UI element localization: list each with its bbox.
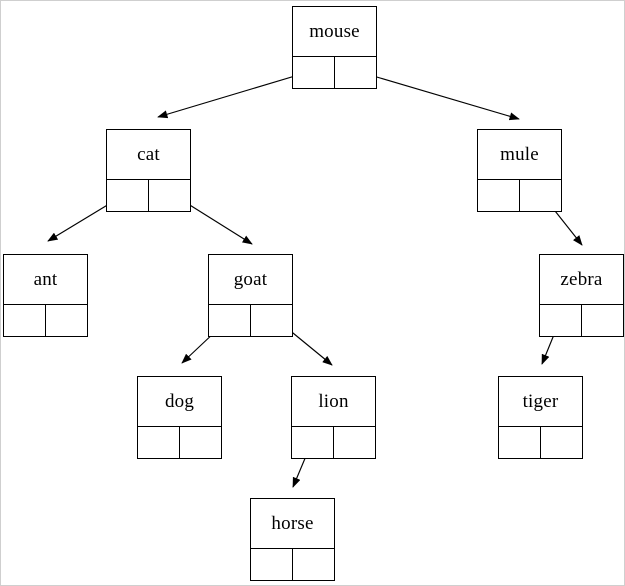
tree-node-right-pointer-cell[interactable] <box>46 305 88 336</box>
tree-node-label: dog <box>138 377 221 427</box>
tree-node-pointer-row <box>251 549 334 580</box>
tree-node-mule[interactable]: mule <box>477 129 562 212</box>
tree-node-left-pointer-cell[interactable] <box>540 305 582 336</box>
tree-node-label: zebra <box>540 255 623 305</box>
tree-node-pointer-row <box>4 305 87 336</box>
tree-node-label: horse <box>251 499 334 549</box>
tree-node-left-pointer-cell[interactable] <box>138 427 180 458</box>
tree-node-right-pointer-cell[interactable] <box>335 57 377 88</box>
tree-node-dog[interactable]: dog <box>137 376 222 459</box>
tree-node-pointer-row <box>293 57 376 88</box>
tree-node-left-pointer-cell[interactable] <box>292 427 334 458</box>
tree-node-label: cat <box>107 130 190 180</box>
tree-node-mouse[interactable]: mouse <box>292 6 377 89</box>
tree-node-label: ant <box>4 255 87 305</box>
tree-node-pointer-row <box>499 427 582 458</box>
tree-node-right-pointer-cell[interactable] <box>541 427 583 458</box>
tree-node-pointer-row <box>540 305 623 336</box>
tree-node-left-pointer-cell[interactable] <box>499 427 541 458</box>
tree-node-cat[interactable]: cat <box>106 129 191 212</box>
tree-node-right-pointer-cell[interactable] <box>293 549 335 580</box>
tree-node-pointer-row <box>292 427 375 458</box>
edge-mouse-to-mule <box>352 69 520 121</box>
tree-node-goat[interactable]: goat <box>208 254 293 337</box>
tree-node-pointer-row <box>478 180 561 211</box>
tree-node-left-pointer-cell[interactable] <box>251 549 293 580</box>
tree-node-left-pointer-cell[interactable] <box>293 57 335 88</box>
tree-node-left-pointer-cell[interactable] <box>209 305 251 336</box>
tree-node-right-pointer-cell[interactable] <box>334 427 376 458</box>
tree-node-label: tiger <box>499 377 582 427</box>
tree-node-lion[interactable]: lion <box>291 376 376 459</box>
tree-node-right-pointer-cell[interactable] <box>180 427 222 458</box>
tree-node-left-pointer-cell[interactable] <box>4 305 46 336</box>
tree-node-label: mouse <box>293 7 376 57</box>
tree-node-horse[interactable]: horse <box>250 498 335 581</box>
tree-node-left-pointer-cell[interactable] <box>478 180 520 211</box>
tree-node-right-pointer-cell[interactable] <box>251 305 293 336</box>
tree-node-pointer-row <box>209 305 292 336</box>
tree-node-tiger[interactable]: tiger <box>498 376 583 459</box>
tree-node-zebra[interactable]: zebra <box>539 254 624 337</box>
tree-node-pointer-row <box>107 180 190 211</box>
tree-node-pointer-row <box>138 427 221 458</box>
tree-node-right-pointer-cell[interactable] <box>520 180 562 211</box>
tree-node-label: lion <box>292 377 375 427</box>
tree-node-right-pointer-cell[interactable] <box>582 305 624 336</box>
tree-node-label: mule <box>478 130 561 180</box>
tree-node-label: goat <box>209 255 292 305</box>
tree-node-left-pointer-cell[interactable] <box>107 180 149 211</box>
tree-node-ant[interactable]: ant <box>3 254 88 337</box>
tree-node-right-pointer-cell[interactable] <box>149 180 191 211</box>
